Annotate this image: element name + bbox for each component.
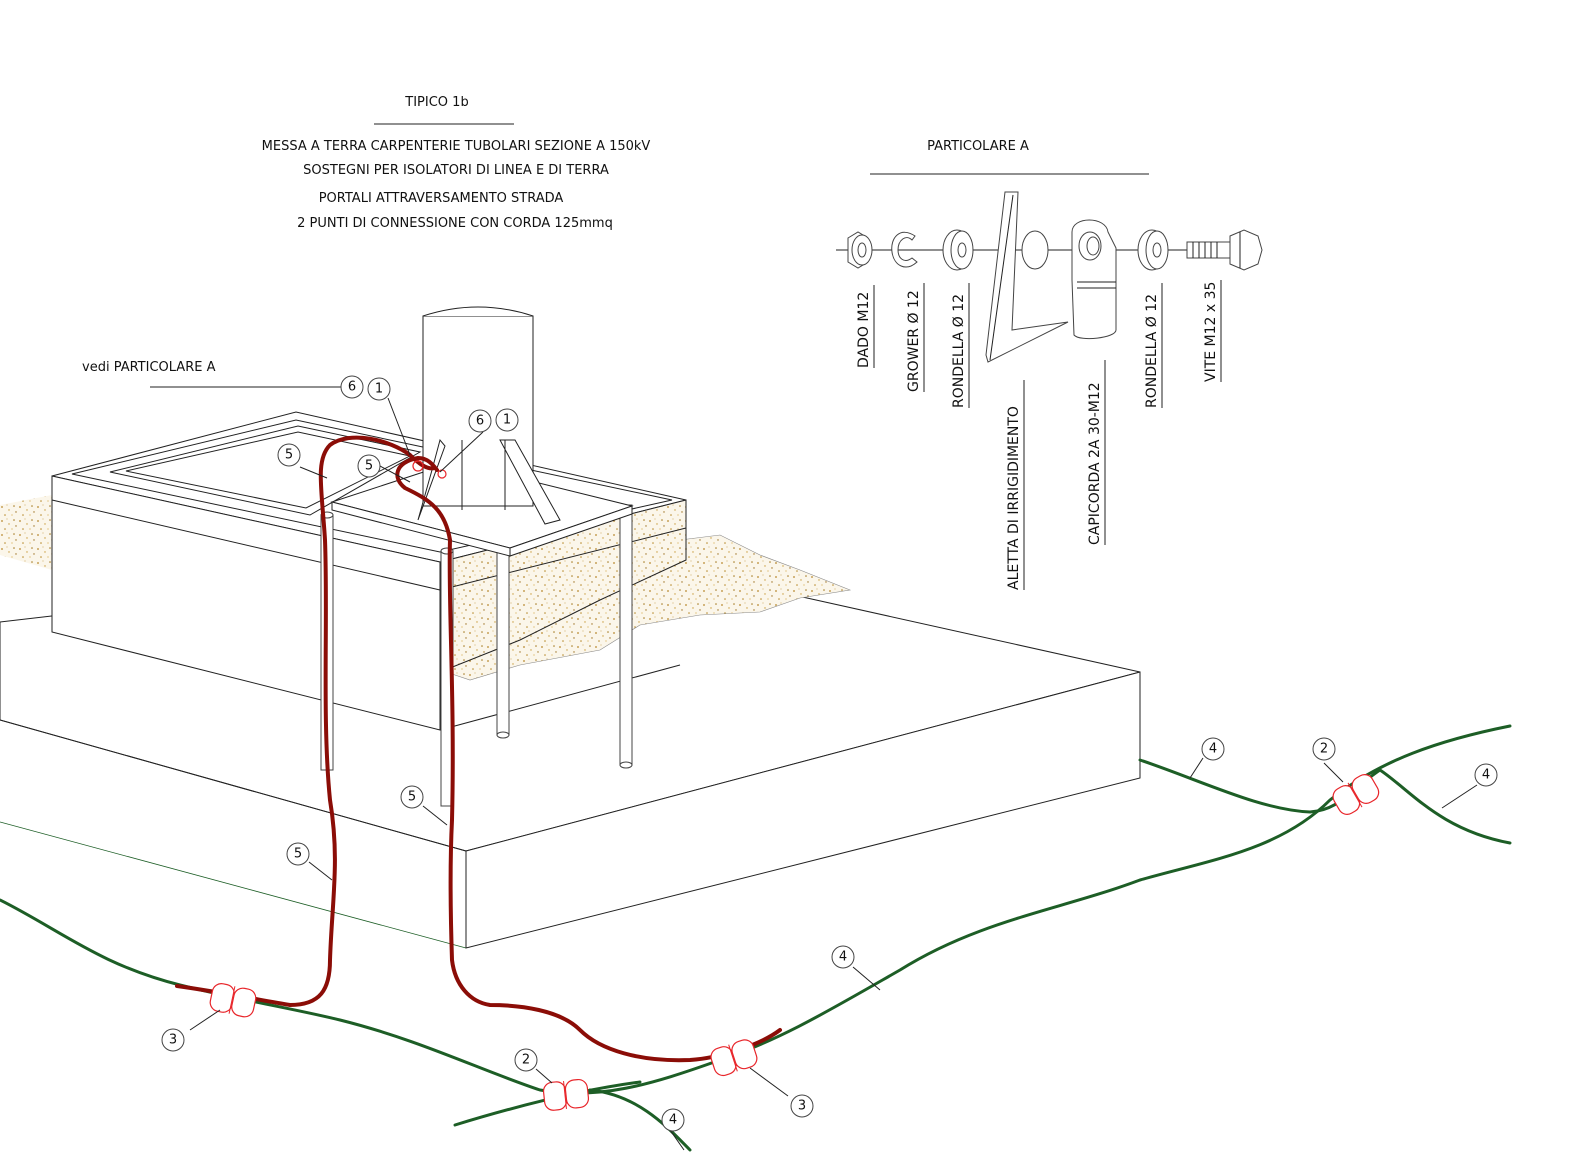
- part-label-cable-lug: CAPICORDA 2A 30-M12: [1087, 382, 1103, 545]
- callout-3: 3: [169, 1033, 177, 1048]
- detail-title: PARTICOLARE A: [927, 139, 1029, 154]
- detail-a: PARTICOLARE A: [836, 139, 1263, 590]
- callout-1: 1: [503, 413, 511, 428]
- clamp-icon: [542, 1078, 590, 1111]
- part-label-nut: DADO M12: [856, 292, 872, 368]
- callout-4: 4: [669, 1113, 677, 1128]
- bolt-icon: [1186, 229, 1263, 271]
- title-line-1: MESSA A TERRA CARPENTERIE TUBOLARI SEZIO…: [262, 139, 651, 154]
- drawing-code: TIPICO 1b: [404, 95, 468, 110]
- nut-icon: [847, 231, 873, 269]
- title-line-2: SOSTEGNI PER ISOLATORI DI LINEA E DI TER…: [303, 163, 609, 178]
- part-label-washer-1: RONDELLA Ø 12: [951, 294, 967, 408]
- title-block: TIPICO 1b MESSA A TERRA CARPENTERIE TUBO…: [262, 95, 651, 231]
- callout-5: 5: [408, 790, 416, 805]
- title-line-4: 2 PUNTI DI CONNESSIONE CON CORDA 125mmq: [297, 216, 613, 231]
- clamp-icon: [1332, 774, 1380, 815]
- washer-icon: [1137, 229, 1169, 271]
- part-label-washer-2: RONDELLA Ø 12: [1144, 294, 1160, 408]
- callout-5: 5: [285, 448, 293, 463]
- cable-lug-icon: [1071, 219, 1117, 340]
- callouts: 6 1 6 1 5 5 5 5 4 4 4 4 2 2 3 3: [161, 375, 1498, 1151]
- callout-1: 1: [375, 382, 383, 397]
- callout-2: 2: [522, 1053, 530, 1068]
- callout-6: 6: [348, 380, 356, 395]
- hole-icon: [1021, 230, 1049, 270]
- callout-6: 6: [476, 414, 484, 429]
- callout-5: 5: [365, 459, 373, 474]
- part-label-grower: GROWER Ø 12: [906, 290, 922, 392]
- detail-reference: vedi PARTICOLARE A: [82, 360, 216, 375]
- callout-4: 4: [839, 950, 847, 965]
- terminal-lug-icon: [412, 460, 424, 472]
- stiffening-fin-icon: [985, 191, 1069, 363]
- clamp-icon: [710, 1039, 758, 1077]
- callout-2: 2: [1320, 742, 1328, 757]
- part-label-bolt: VITE M12 x 35: [1203, 282, 1219, 382]
- callout-3: 3: [798, 1099, 806, 1114]
- callout-4: 4: [1482, 768, 1490, 783]
- washer-icon: [942, 229, 974, 271]
- callout-5: 5: [294, 847, 302, 862]
- earthing-cables: [175, 435, 782, 1063]
- part-label-fin: ALETTA DI IRRIGIDIMENTO: [1006, 406, 1022, 590]
- callout-4: 4: [1209, 742, 1217, 757]
- title-line-3: PORTALI ATTRAVERSAMENTO STRADA: [319, 191, 564, 206]
- clamp-icon: [209, 983, 257, 1018]
- spring-washer-icon: [891, 231, 918, 268]
